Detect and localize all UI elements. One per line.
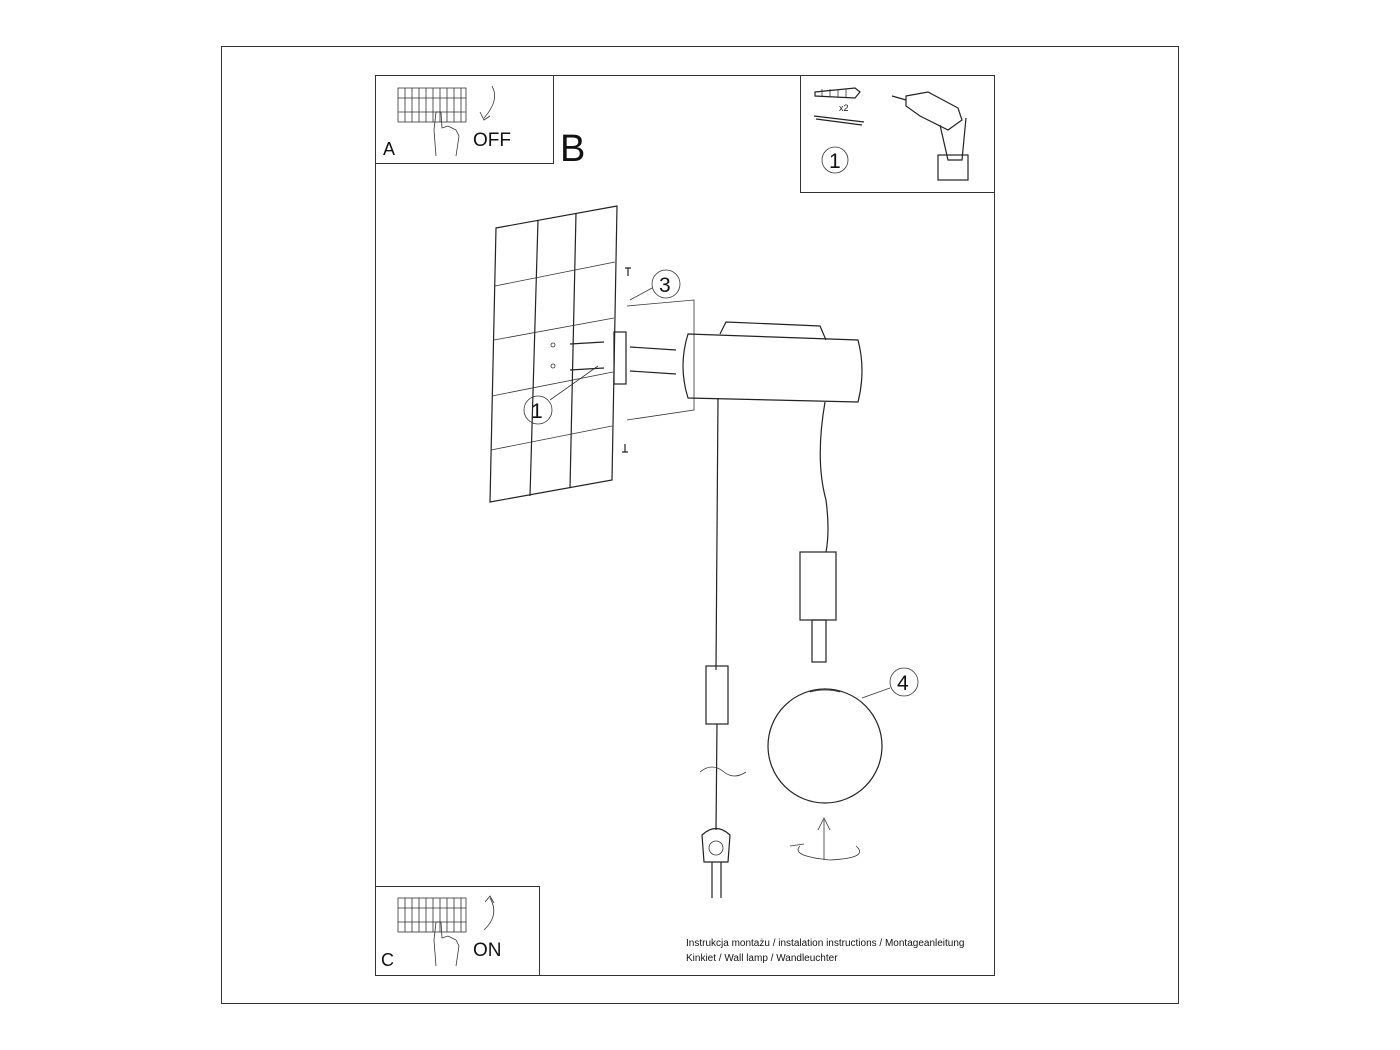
- step-b-letter: B: [560, 128, 585, 170]
- lamp-socket: [799, 551, 837, 621]
- step-a-off-label: OFF: [473, 130, 511, 151]
- wall-tiles: [489, 205, 618, 503]
- screws-and-plugs: [550, 267, 677, 453]
- callout-shade: 4: [861, 667, 919, 699]
- mounting-plate-outline: [626, 299, 695, 421]
- footer-line-1: Instrukcja montażu / instalation instruc…: [686, 938, 965, 949]
- glass-shade: [767, 688, 883, 804]
- step-a-panel: A OFF: [375, 75, 554, 164]
- inner-frame: [375, 75, 995, 976]
- wall-plug-icon: [814, 87, 861, 99]
- step-c-letter: C: [381, 950, 394, 970]
- callout-bracket: 3: [629, 269, 681, 301]
- rotate-arrow-icon: [789, 817, 861, 861]
- svg-text:1: 1: [531, 400, 543, 423]
- step-a-letter: A: [383, 139, 395, 159]
- tools-part-number: 1: [829, 150, 841, 173]
- svg-text:3: 3: [659, 274, 671, 297]
- quantity-label: x2: [839, 103, 849, 113]
- outer-frame: [221, 46, 1179, 1004]
- cord-switch: [705, 665, 729, 725]
- step-c-panel: C ON: [375, 886, 540, 976]
- tools-panel: x2 1: [800, 75, 995, 193]
- circuit-breaker-icon: [397, 87, 467, 123]
- wall-lamp: [682, 321, 863, 898]
- hand-icon: [433, 111, 460, 157]
- screw-icon: [813, 115, 865, 126]
- footer-line-2: Kinkiet / Wall lamp / Wandleuchter: [686, 953, 838, 964]
- hand-icon: [433, 921, 460, 967]
- plug-icon: [701, 827, 731, 863]
- svg-text:4: 4: [897, 672, 909, 695]
- arrow-up-icon: [483, 895, 495, 931]
- light-bulb: [811, 619, 827, 663]
- circuit-breaker-icon: [397, 897, 467, 933]
- arrow-down-icon: [479, 85, 496, 121]
- wall-bracket: [613, 331, 627, 385]
- drill-icon: [891, 91, 969, 181]
- callout-anchor: 1: [523, 365, 599, 425]
- step-c-on-label: ON: [473, 940, 502, 961]
